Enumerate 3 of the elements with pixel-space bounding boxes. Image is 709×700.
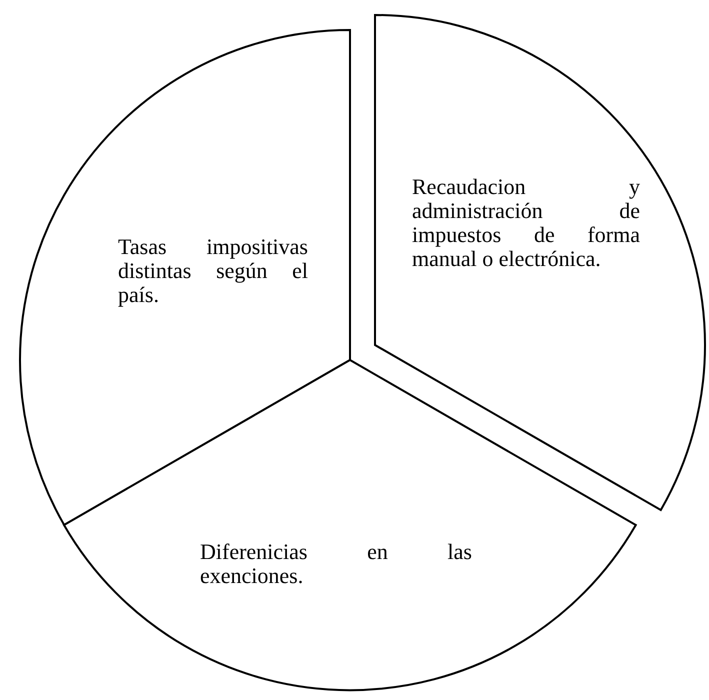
segment-text: Diferenicias en las exenciones. [200, 540, 472, 588]
segment-text: Tasas impositivas distintas según el país. [118, 235, 308, 307]
segment-text: Recaudacion y administración de impuestos de forma manual o electrónica. [412, 175, 640, 271]
